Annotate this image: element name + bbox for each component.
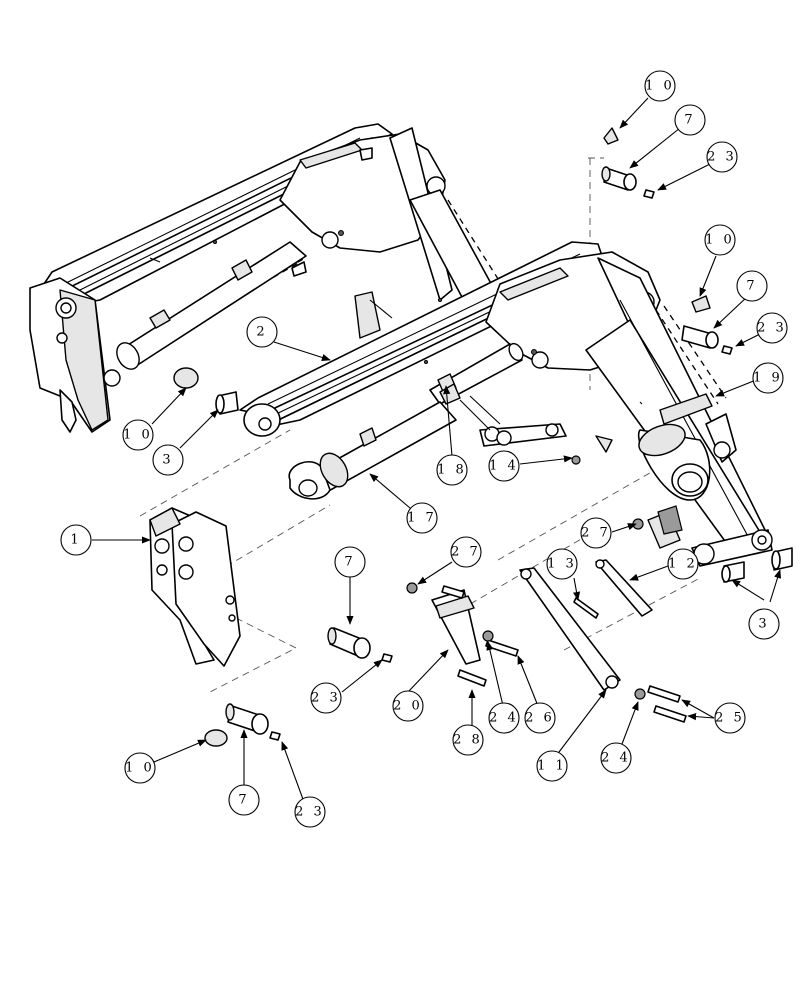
- svg-text:2 8: 2 8: [453, 733, 483, 748]
- callout-18: 1 8: [436, 454, 468, 486]
- callout-1: 1: [60, 524, 92, 556]
- svg-text:3: 3: [162, 453, 173, 468]
- svg-text:7: 7: [238, 793, 249, 808]
- svg-text:2: 2: [256, 325, 267, 340]
- svg-text:3: 3: [758, 617, 769, 632]
- bolt-25-b: [653, 705, 687, 723]
- bushing-3-right-b: [771, 547, 793, 571]
- callout-27-right: 2 7: [580, 517, 612, 549]
- lift-cylinder-17: [288, 383, 461, 500]
- callout-12: 1 2: [667, 548, 699, 580]
- boom-arm-right: [239, 241, 773, 567]
- svg-text:2 7: 2 7: [581, 526, 611, 541]
- callout-7-right: 7: [736, 270, 768, 302]
- bushing-3-left: [215, 391, 239, 415]
- callout-25: 2 5: [714, 702, 746, 734]
- callout-3-right: 3: [748, 608, 780, 640]
- callout-10-top: 1 0: [644, 70, 676, 102]
- callout-28: 2 8: [452, 724, 484, 756]
- pin-7-bottom: [225, 703, 269, 735]
- svg-text:2 4: 2 4: [489, 711, 519, 726]
- callout-17: 1 7: [406, 502, 438, 534]
- plate-20: [431, 589, 481, 665]
- retainer-10-right: [691, 295, 711, 313]
- svg-text:1 2: 1 2: [668, 557, 698, 572]
- callout-3-left: 3: [152, 444, 184, 476]
- boom-arm-left: [29, 123, 501, 433]
- callout-26: 2 6: [524, 702, 556, 734]
- pin-7-right: [681, 325, 719, 349]
- callout-14: 1 4: [488, 450, 520, 482]
- callout-23-top: 2 3: [706, 141, 738, 173]
- pin-7-top: [601, 166, 637, 191]
- shim-27-mid: [441, 585, 465, 599]
- callout-7-top: 7: [674, 104, 706, 136]
- callout-20: 2 0: [392, 690, 424, 722]
- pin-7-mid: [327, 627, 371, 659]
- washer-24-right: [634, 688, 646, 700]
- bolt-23-right: [721, 345, 733, 355]
- svg-text:2 3: 2 3: [295, 805, 325, 820]
- bolt-23-top: [643, 189, 655, 199]
- svg-text:1 7: 1 7: [407, 511, 437, 526]
- callout-24-left: 2 4: [488, 702, 520, 734]
- svg-text:1 9: 1 9: [753, 371, 783, 386]
- svg-text:2 3: 2 3: [707, 150, 737, 165]
- retainer-10-bottom: [204, 729, 228, 747]
- svg-text:2 5: 2 5: [715, 711, 745, 726]
- svg-text:1 1: 1 1: [537, 759, 567, 774]
- svg-text:2 3: 2 3: [757, 321, 787, 336]
- svg-text:2 4: 2 4: [601, 751, 631, 766]
- callout-7-bottom: 7: [228, 784, 260, 816]
- callout-2: 2: [246, 316, 278, 348]
- leader-lines: [92, 97, 782, 803]
- svg-text:1 0: 1 0: [645, 79, 675, 94]
- callout-23-bottom: 2 3: [294, 796, 326, 828]
- callout-10-right: 1 0: [704, 224, 736, 256]
- callout-23-mid: 2 3: [310, 682, 342, 714]
- link-arm-11: [519, 567, 621, 691]
- nut-14: [571, 455, 581, 465]
- svg-text:1 0: 1 0: [705, 233, 735, 248]
- svg-text:1 0: 1 0: [125, 761, 155, 776]
- callout-7-mid: 7: [334, 546, 366, 578]
- svg-text:1: 1: [70, 533, 81, 548]
- bolt-13: [573, 597, 599, 619]
- svg-text:2 3: 2 3: [311, 691, 341, 706]
- svg-text:2 6: 2 6: [525, 711, 555, 726]
- svg-text:1 8: 1 8: [437, 463, 467, 478]
- svg-text:1 3: 1 3: [547, 557, 577, 572]
- callout-10-bottom: 1 0: [124, 752, 156, 784]
- svg-text:7: 7: [684, 113, 695, 128]
- callouts: 1 0 7 2 3 1 0 7 2 3 1 9 2 1 0 3 1 8 1 4 …: [60, 70, 788, 828]
- svg-text:2 7: 2 7: [451, 545, 481, 560]
- retainer-10-left: [173, 367, 199, 389]
- callout-11: 1 1: [536, 750, 568, 782]
- bolt-23-bottom: [269, 731, 281, 741]
- svg-text:1 0: 1 0: [123, 428, 153, 443]
- bolt-25-a: [647, 685, 681, 703]
- callout-27-mid: 2 7: [450, 536, 482, 568]
- svg-text:7: 7: [746, 279, 757, 294]
- retainer-10-top: [603, 127, 619, 145]
- washer-24-left: [482, 630, 494, 642]
- svg-text:7: 7: [344, 555, 355, 570]
- mount-bracket-1: [149, 507, 241, 667]
- rod-12: [595, 559, 653, 617]
- svg-text:1 4: 1 4: [489, 459, 519, 474]
- callout-13: 1 3: [546, 548, 578, 580]
- bolt-23-mid: [381, 653, 393, 663]
- nut-27-mid: [406, 582, 418, 594]
- callout-10-left: 1 0: [122, 419, 154, 451]
- svg-text:2 0: 2 0: [393, 699, 423, 714]
- callout-19: 1 9: [752, 362, 784, 394]
- key-bar-28: [457, 669, 487, 687]
- callout-24-right: 2 4: [600, 742, 632, 774]
- bushing-3-right-a: [721, 561, 745, 583]
- callout-23-right: 2 3: [756, 312, 788, 344]
